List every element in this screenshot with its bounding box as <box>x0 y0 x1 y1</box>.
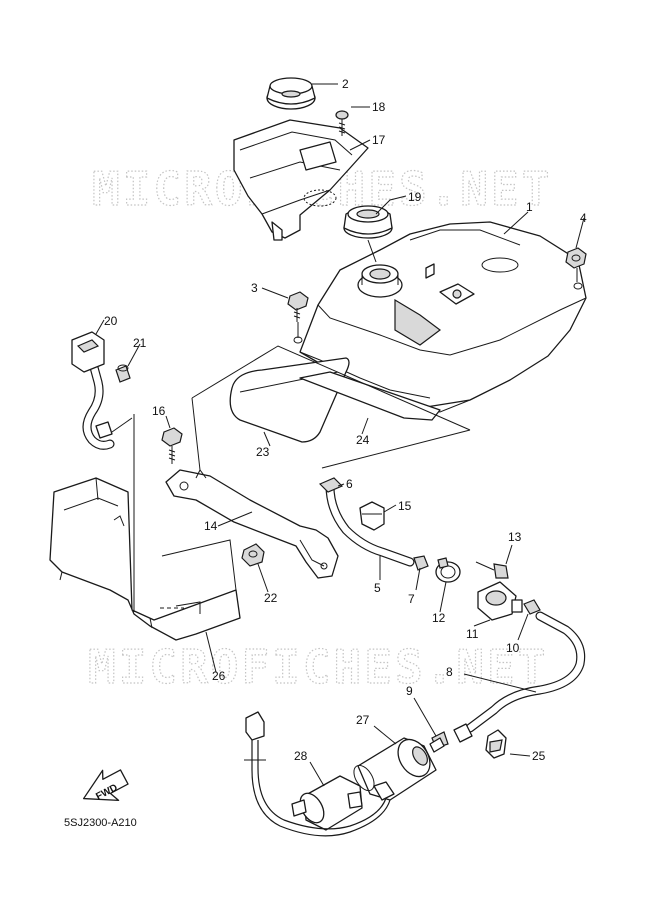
callout-8: 8 <box>446 665 453 679</box>
callout-28: 28 <box>294 749 308 763</box>
part-27-fuel-pump <box>353 737 445 801</box>
callout-11: 11 <box>466 627 479 641</box>
leader-lines <box>95 83 585 787</box>
callout-25: 25 <box>532 749 546 763</box>
callout-17: 17 <box>372 133 386 147</box>
callout-7: 7 <box>408 592 415 606</box>
callout-23: 23 <box>256 445 270 459</box>
part-17-tank-bracket <box>233 119 369 241</box>
part-15-clamp <box>359 501 385 531</box>
part-20-vent-hose <box>71 331 115 450</box>
part-3-bolt <box>287 291 309 322</box>
part-22-grommet <box>241 543 265 567</box>
part-4-nut <box>565 247 587 269</box>
callout-16: 16 <box>152 404 166 418</box>
callout-24: 24 <box>356 433 370 447</box>
callout-26: 26 <box>212 669 226 683</box>
watermark-bottom: MICROFICHES.NET <box>88 640 548 694</box>
callout-3: 3 <box>251 281 258 295</box>
part-21-grommet <box>115 364 131 383</box>
callout-27: 27 <box>356 713 370 727</box>
reference-code: 5SJ2300-A210 <box>64 817 137 829</box>
callout-22: 22 <box>264 591 278 605</box>
callout-2: 2 <box>342 77 349 91</box>
part-18-screw <box>335 110 349 136</box>
part-5-fuel-hose <box>325 481 415 567</box>
part-23-pad <box>229 357 350 443</box>
part-25-clamp <box>485 729 507 759</box>
callout-18: 18 <box>372 100 386 114</box>
part-26-guard-plate <box>49 477 241 641</box>
part-11-fuel-valve <box>477 581 523 621</box>
part-13-screw <box>475 561 509 579</box>
part-19-filler-seal <box>343 205 393 239</box>
callout-5: 5 <box>374 581 381 595</box>
part-12-clamp-band <box>435 557 461 583</box>
part-16-bolt <box>161 427 183 464</box>
callout-21: 21 <box>133 336 147 350</box>
callout-1: 1 <box>526 200 533 214</box>
fwd-arrow-icon: FWD <box>82 769 129 803</box>
part-2-grommet <box>266 77 316 110</box>
part-6-clip <box>318 477 344 493</box>
part-1-fuel-tank <box>293 221 587 413</box>
wiring-harness <box>244 711 391 837</box>
callout-10: 10 <box>506 641 520 655</box>
callout-labels: 2 18 17 19 1 4 3 20 21 16 23 24 6 15 14 … <box>104 77 587 763</box>
callout-4: 4 <box>580 211 587 225</box>
part-28-fuel-filter <box>291 775 363 831</box>
part-7-clip <box>413 555 429 571</box>
callout-13: 13 <box>508 530 522 544</box>
part-14-bracket <box>165 469 339 579</box>
callout-6: 6 <box>346 477 353 491</box>
part-10-clip <box>523 599 541 615</box>
callout-14: 14 <box>204 519 218 533</box>
callout-9: 9 <box>406 684 413 698</box>
callout-12: 12 <box>432 611 446 625</box>
callout-19: 19 <box>408 190 422 204</box>
callout-20: 20 <box>104 314 118 328</box>
part-8-fuel-hose <box>453 611 586 743</box>
callout-15: 15 <box>398 499 412 513</box>
